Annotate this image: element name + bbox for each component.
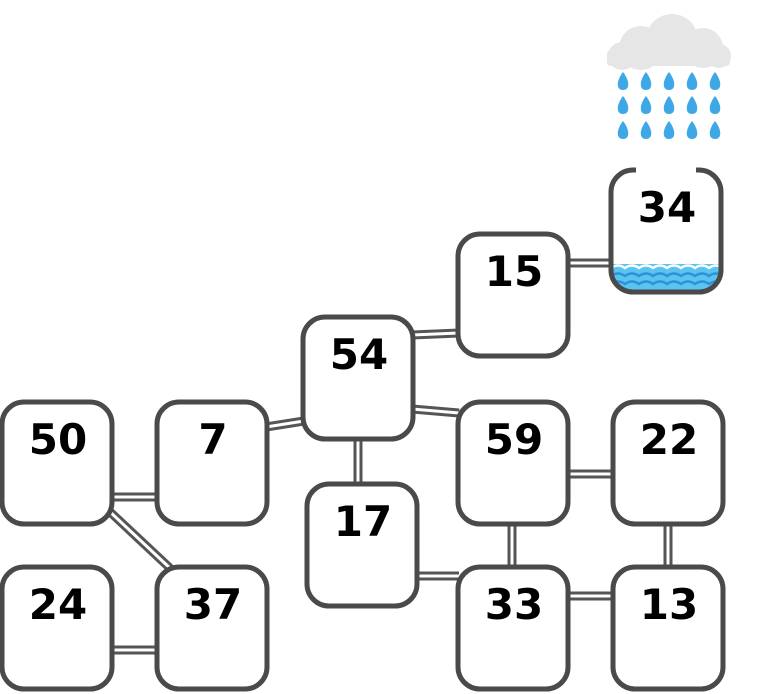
water-wave-icon [611, 264, 721, 292]
tank-label: 59 [485, 415, 543, 464]
tank-label: 24 [29, 580, 87, 629]
tank-13[interactable]: 13 [610, 564, 726, 692]
pipe-t7-t54 [265, 416, 305, 432]
tank-15[interactable]: 15 [455, 231, 571, 359]
raindrop-icon [617, 72, 629, 90]
tank-label: 13 [640, 580, 698, 629]
tank-label: 7 [198, 415, 227, 464]
tank-label: 17 [334, 497, 392, 546]
tanks-layer: 50 7 54 15 34 59 22 17 24 37 33 13 [0, 165, 726, 692]
tank-label: 22 [640, 415, 698, 464]
raindrop-icon [640, 72, 652, 90]
tank-34[interactable]: 34 [608, 165, 724, 295]
tank-59[interactable]: 59 [455, 399, 571, 527]
tank-24[interactable]: 24 [0, 564, 115, 692]
pipe-t50-t37 [104, 506, 176, 574]
tank-label: 54 [330, 330, 388, 379]
raindrop-icon [686, 72, 698, 90]
raindrop-icon [617, 96, 629, 114]
raindrop-icon [686, 96, 698, 114]
tank-22[interactable]: 22 [610, 399, 726, 527]
raindrop-icon [663, 96, 675, 114]
raindrop-icon [640, 121, 652, 139]
raindrop-icon [709, 72, 721, 90]
raindrop-icon [640, 96, 652, 114]
pipe-t54-t59 [411, 404, 460, 418]
raindrop-icon [663, 121, 675, 139]
pipe-t54-t15 [411, 328, 460, 340]
tank-7[interactable]: 7 [154, 399, 270, 527]
tank-label: 15 [485, 247, 543, 296]
rain-cloud-icon [607, 14, 731, 70]
raindrop-icon [709, 121, 721, 139]
tank-label: 50 [29, 415, 87, 464]
tank-50[interactable]: 50 [0, 399, 115, 527]
tank-54[interactable]: 54 [300, 314, 416, 442]
tank-label: 34 [638, 183, 696, 232]
raindrop-icon [709, 96, 721, 114]
tank-opening [636, 165, 696, 175]
raindrop-icon [686, 121, 698, 139]
tank-label: 33 [485, 580, 543, 629]
rain-drops [617, 72, 721, 139]
rain-layer [607, 14, 731, 139]
raindrop-icon [617, 121, 629, 139]
tank-17[interactable]: 17 [304, 481, 420, 609]
tank-33[interactable]: 33 [455, 564, 571, 692]
tank-label: 37 [184, 580, 242, 629]
pipes-layer [104, 258, 673, 655]
tank-37[interactable]: 37 [154, 564, 270, 692]
raindrop-icon [663, 72, 675, 90]
